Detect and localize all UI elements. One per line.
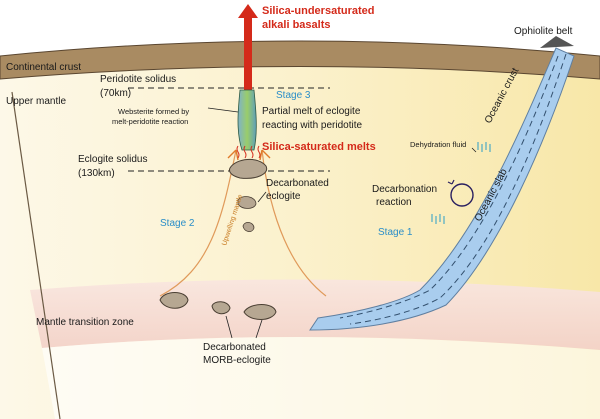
eclogite-blob-reacting [229, 159, 268, 179]
websterite-column [237, 89, 257, 151]
label-eclogite-solidus: Eclogite solidus [78, 154, 147, 165]
morb-eclogite-blob-2 [211, 301, 231, 315]
slab-dashed-line-1 [339, 55, 559, 319]
label-decarbonation-line2: reaction [376, 197, 412, 208]
label-morb-line2: MORB-eclogite [203, 355, 271, 366]
stage1-fluid-arrows [431, 214, 445, 224]
decarbonation-circle [450, 183, 474, 207]
leader-dehydration [471, 147, 477, 153]
label-stage2: Stage 2 [160, 218, 195, 229]
dehydration-fluid-arrows [477, 142, 491, 152]
decarbonation-arrow-icon [447, 179, 455, 185]
label-silica-saturated: Silica-saturated melts [262, 141, 376, 153]
continental-crust-band [0, 40, 600, 80]
melt-ascent-arrow-shaft [244, 14, 252, 90]
upwelling-arrow-left [227, 149, 239, 161]
leader-websterite [207, 107, 239, 113]
label-dehydration-fluid: Dehydration fluid [410, 140, 466, 149]
label-stage3: Stage 3 [276, 90, 311, 101]
melt-ascent-arrowhead [238, 4, 258, 18]
label-partial-melt-line2: reacting with peridotite [262, 120, 362, 131]
label-title-line1: Silica-undersaturated [262, 5, 374, 17]
upwelling-arrow-right [259, 149, 271, 161]
label-ophiolite-belt: Ophiolite belt [514, 26, 573, 37]
label-stage1: Stage 1 [378, 227, 413, 238]
upwelling-curve-right [261, 149, 327, 297]
label-mantle-transition-zone: Mantle transition zone [36, 317, 134, 328]
leader-morb-1 [225, 315, 233, 339]
label-partial-melt-line1: Partial melt of eclogite [262, 106, 361, 117]
label-decarbonated-line2: eclogite [266, 191, 301, 202]
label-morb-line1: Decarbonated [203, 342, 266, 353]
label-websterite-line2: melt-peridotite reaction [112, 117, 188, 126]
eclogite-blob-1 [237, 196, 257, 209]
lower-mantle-region [42, 336, 600, 419]
label-eclogite-depth: (130km) [78, 168, 115, 179]
label-upper-mantle: Upper mantle [6, 96, 66, 107]
slab-dashed-line-2 [349, 53, 567, 325]
label-peridotite-depth: (70km) [100, 88, 131, 99]
label-decarbonation-line1: Decarbonation [372, 184, 437, 195]
morb-eclogite-blob-1 [159, 292, 189, 309]
earth-outline [11, 91, 61, 419]
silica-saturated-melt-squiggles [236, 145, 261, 159]
label-continental-crust: Continental crust [6, 62, 81, 73]
leader-decarbonated [257, 191, 267, 203]
ophiolite-belt-marker [540, 36, 574, 48]
label-title-line2: alkali basalts [262, 19, 331, 31]
label-decarbonated-line1: Decarbonated [266, 178, 329, 189]
label-peridotite-solidus: Peridotite solidus [100, 74, 176, 85]
label-websterite-line1: Websterite formed by [118, 107, 189, 116]
morb-eclogite-blob-3 [243, 304, 277, 320]
leader-morb-2 [255, 319, 263, 339]
oceanic-slab [309, 47, 575, 331]
eclogite-blob-2 [242, 222, 255, 232]
